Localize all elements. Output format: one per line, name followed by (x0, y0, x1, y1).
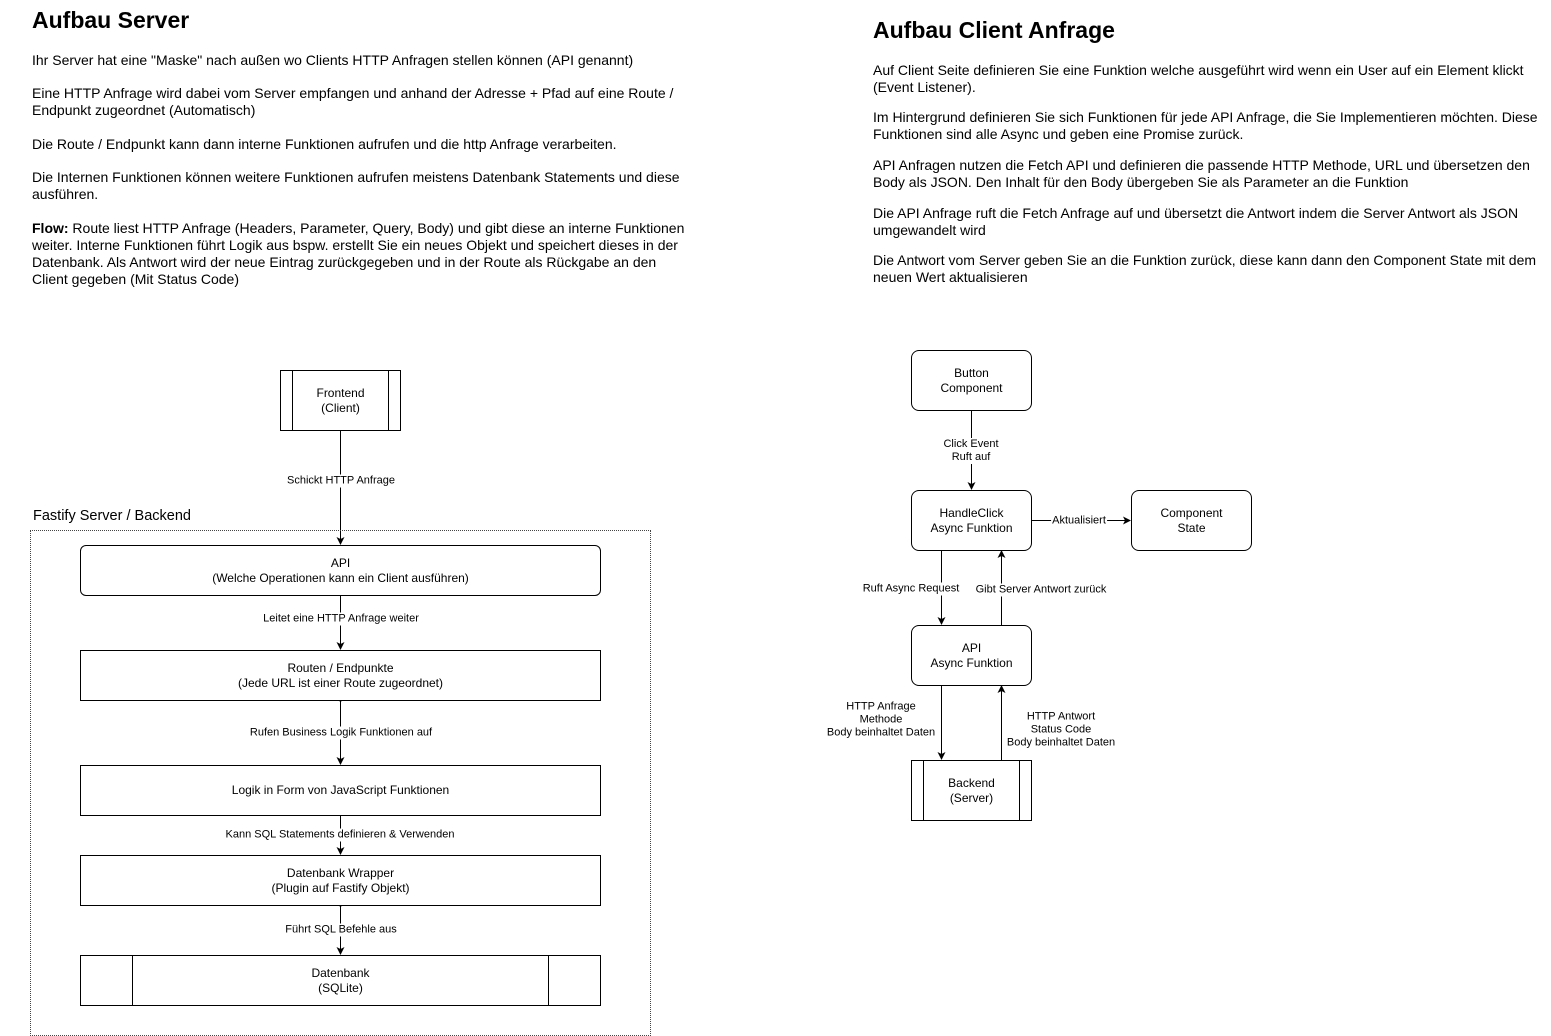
node-button-component-label: Button Component (940, 365, 1003, 395)
edge-label-api-routes: Leitet eine HTTP Anfrage weiter (262, 612, 420, 626)
node-api-async-label: API Async Funktion (930, 640, 1013, 670)
node-backend-right-bar (1019, 761, 1020, 820)
node-database-left-bar (132, 956, 133, 1005)
node-component-state-label: Component State (1160, 505, 1223, 535)
node-button-component[interactable]: Button Component (911, 350, 1032, 411)
node-database-label: Datenbank (SQLite) (311, 965, 370, 995)
edge-label-handle-state: Aktualisiert (1051, 514, 1107, 528)
node-handleclick[interactable]: HandleClick Async Funktion (911, 490, 1032, 551)
server-paragraph-1: Ihr Server hat eine "Maske" nach außen w… (32, 52, 634, 68)
edge-label-handle-api: Ruft Async Request (861, 582, 961, 596)
node-api-label: API (Welche Operationen kann ein Client … (212, 555, 469, 585)
edge-label-api-handle: Gibt Server Antwort zurück (974, 583, 1108, 597)
client-paragraph-1: Auf Client Seite definieren Sie eine Fun… (873, 62, 1524, 95)
node-logic[interactable]: Logik in Form von JavaScript Funktionen (80, 765, 601, 816)
edge-label-routes-logic: Rufen Business Logik Funktionen auf (248, 726, 434, 740)
node-database-right-bar (548, 956, 549, 1005)
node-routes[interactable]: Routen / Endpunkte (Jede URL ist einer R… (80, 650, 601, 701)
flow-text: Route liest HTTP Anfrage (Headers, Param… (32, 220, 685, 287)
node-db-wrapper[interactable]: Datenbank Wrapper (Plugin auf Fastify Ob… (80, 855, 601, 906)
node-frontend-right-bar (388, 371, 389, 430)
edge-label-wrapper-db: Führt SQL Befehle aus (284, 923, 398, 937)
node-frontend-left-bar (292, 371, 293, 430)
node-routes-label: Routen / Endpunkte (Jede URL ist einer R… (238, 660, 443, 690)
client-title: Aufbau Client Anfrage (873, 17, 1115, 43)
server-paragraph-2: Eine HTTP Anfrage wird dabei vom Server … (32, 85, 674, 118)
group-label-fastify: Fastify Server / Backend (33, 508, 191, 524)
flow-label: Flow: (32, 220, 69, 236)
node-frontend-label: Frontend (Client) (316, 385, 365, 415)
server-flow-paragraph: Flow: Route liest HTTP Anfrage (Headers,… (32, 220, 692, 288)
edge-label-api-backend: HTTP Anfrage Methode Body beinhaltet Dat… (825, 700, 937, 740)
server-paragraph-3: Die Route / Endpunkt kann dann interne F… (32, 136, 617, 152)
edge-label-frontend-api: Schickt HTTP Anfrage (285, 474, 397, 488)
server-title: Aufbau Server (32, 7, 190, 33)
client-paragraph-3: API Anfragen nutzen die Fetch API und de… (873, 157, 1530, 190)
node-component-state[interactable]: Component State (1131, 490, 1252, 551)
node-logic-label: Logik in Form von JavaScript Funktionen (231, 783, 450, 797)
node-backend-left-bar (923, 761, 924, 820)
edge-label-backend-api: HTTP Antwort Status Code Body beinhaltet… (1005, 710, 1117, 750)
client-paragraph-4: Die API Anfrage ruft die Fetch Anfrage a… (873, 205, 1519, 238)
node-database[interactable]: Datenbank (SQLite) (80, 955, 601, 1006)
node-handleclick-label: HandleClick Async Funktion (930, 505, 1013, 535)
node-backend-label: Backend (Server) (948, 775, 995, 805)
node-api[interactable]: API (Welche Operationen kann ein Client … (80, 545, 601, 596)
node-backend[interactable]: Backend (Server) (911, 760, 1032, 821)
node-frontend[interactable]: Frontend (Client) (280, 370, 401, 431)
client-paragraph-5: Die Antwort vom Server geben Sie an die … (873, 252, 1537, 285)
edge-label-logic-wrapper: Kann SQL Statements definieren & Verwend… (224, 828, 456, 842)
client-paragraph-2: Im Hintergrund definieren Sie sich Funkt… (873, 109, 1538, 142)
edge-label-button-handle: Click Event Ruft auf (942, 438, 1000, 464)
node-api-async[interactable]: API Async Funktion (911, 625, 1032, 686)
server-paragraph-4: Die Internen Funktionen können weitere F… (32, 169, 680, 202)
node-db-wrapper-label: Datenbank Wrapper (Plugin auf Fastify Ob… (271, 865, 410, 895)
